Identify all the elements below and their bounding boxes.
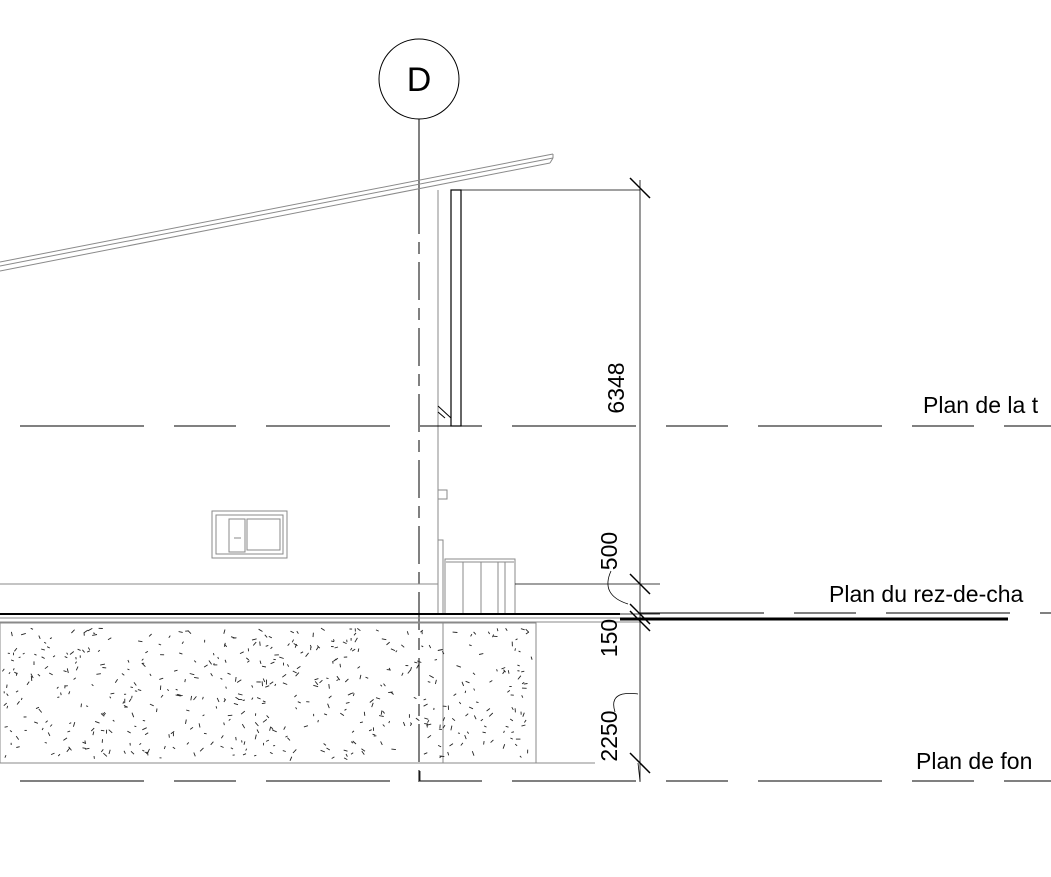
foundation-fill bbox=[0, 622, 595, 764]
dim-label-150: 150 bbox=[596, 619, 622, 657]
column bbox=[450, 189, 462, 427]
level-label-ground: Plan du rez-de-cha bbox=[829, 581, 1024, 607]
level-label-roof: Plan de la t bbox=[923, 392, 1039, 418]
dim-label-500: 500 bbox=[596, 532, 622, 570]
grid-line-d: D bbox=[378, 38, 460, 782]
sloped-roof bbox=[0, 153, 554, 272]
dimension-string bbox=[607, 177, 660, 782]
level-lines bbox=[20, 425, 1051, 782]
level-label-foundation: Plan de fon bbox=[916, 748, 1032, 774]
concrete-stipple bbox=[2, 627, 533, 761]
window bbox=[211, 510, 288, 559]
dim-label-6348: 6348 bbox=[603, 362, 629, 413]
stair-railing bbox=[437, 539, 516, 615]
ground-slab bbox=[0, 583, 1008, 623]
grid-bubble-label: D bbox=[407, 61, 432, 99]
dim-label-2250: 2250 bbox=[596, 710, 622, 761]
